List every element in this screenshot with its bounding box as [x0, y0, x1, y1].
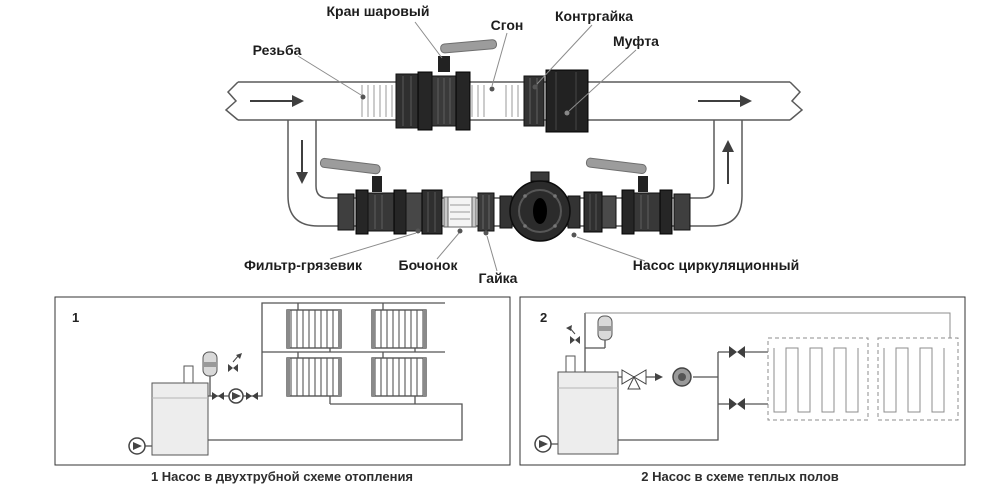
flow-arrow-down	[296, 140, 308, 184]
floor-loop	[877, 337, 959, 421]
circulation-pump	[499, 171, 581, 242]
expansion-tank	[202, 351, 218, 377]
coupling-mufta	[545, 69, 589, 133]
boiler	[151, 365, 209, 456]
line-valve	[246, 392, 258, 400]
scheme-1: 1	[54, 296, 511, 466]
floor-pump	[672, 367, 692, 387]
manifold-valve	[729, 346, 745, 358]
manifold-valve	[729, 398, 745, 410]
radiator	[286, 357, 342, 397]
flow-arrow-right	[698, 95, 752, 107]
thread-marks	[361, 85, 519, 117]
expansion-tank	[597, 315, 613, 341]
scheme-2: 2	[519, 296, 966, 466]
label-ball-valve: Кран шаровый	[327, 3, 430, 19]
union-nut	[477, 192, 495, 232]
label-filter: Фильтр-грязевик	[244, 257, 363, 273]
flow-arrow-up	[722, 140, 734, 184]
mixing-valve	[621, 369, 663, 390]
flow-arrow-left	[250, 95, 304, 107]
scheme-2-caption: 2 Насос в схеме теплых полов	[641, 469, 839, 484]
scheme-2-number: 2	[540, 310, 547, 325]
barrel-nipple	[443, 196, 477, 228]
label-thread: Резьба	[253, 42, 302, 58]
label-barrel: Бочонок	[399, 257, 459, 273]
valve-lever	[585, 157, 647, 175]
ball-valve-top	[417, 39, 498, 131]
safety-valve	[228, 353, 242, 372]
bypass-valve-right	[585, 157, 691, 235]
label-pump: Насос циркуляционный	[633, 257, 799, 273]
boiler	[557, 355, 619, 455]
main-pipe	[224, 81, 804, 121]
floor-loop	[767, 337, 869, 421]
label-coupling: Муфта	[613, 33, 659, 49]
leader-lines	[297, 21, 646, 272]
scheme-2-piping	[584, 312, 951, 441]
pump-union-right	[583, 191, 617, 233]
valve-lever	[440, 39, 498, 54]
line-valve	[212, 392, 224, 400]
pipe-coupling	[395, 73, 419, 129]
radiator	[371, 309, 427, 349]
label-nut: Гайка	[479, 270, 518, 286]
bypass-valve-left	[319, 157, 407, 235]
boiler-pump	[534, 435, 558, 453]
scheme-1-caption: 1 Насос в двухтрубной схеме отопления	[151, 469, 413, 484]
valve-lever	[319, 157, 381, 175]
label-sgon: Сгон	[491, 17, 524, 33]
safety-valve	[566, 325, 580, 344]
line-pump	[228, 388, 244, 404]
boiler-pump	[128, 437, 152, 455]
locknut	[523, 75, 545, 127]
radiator	[371, 357, 427, 397]
dirt-filter	[405, 189, 443, 235]
scheme-1-number: 1	[72, 310, 79, 325]
radiator	[286, 309, 342, 349]
label-locknut: Контргайка	[555, 8, 633, 24]
